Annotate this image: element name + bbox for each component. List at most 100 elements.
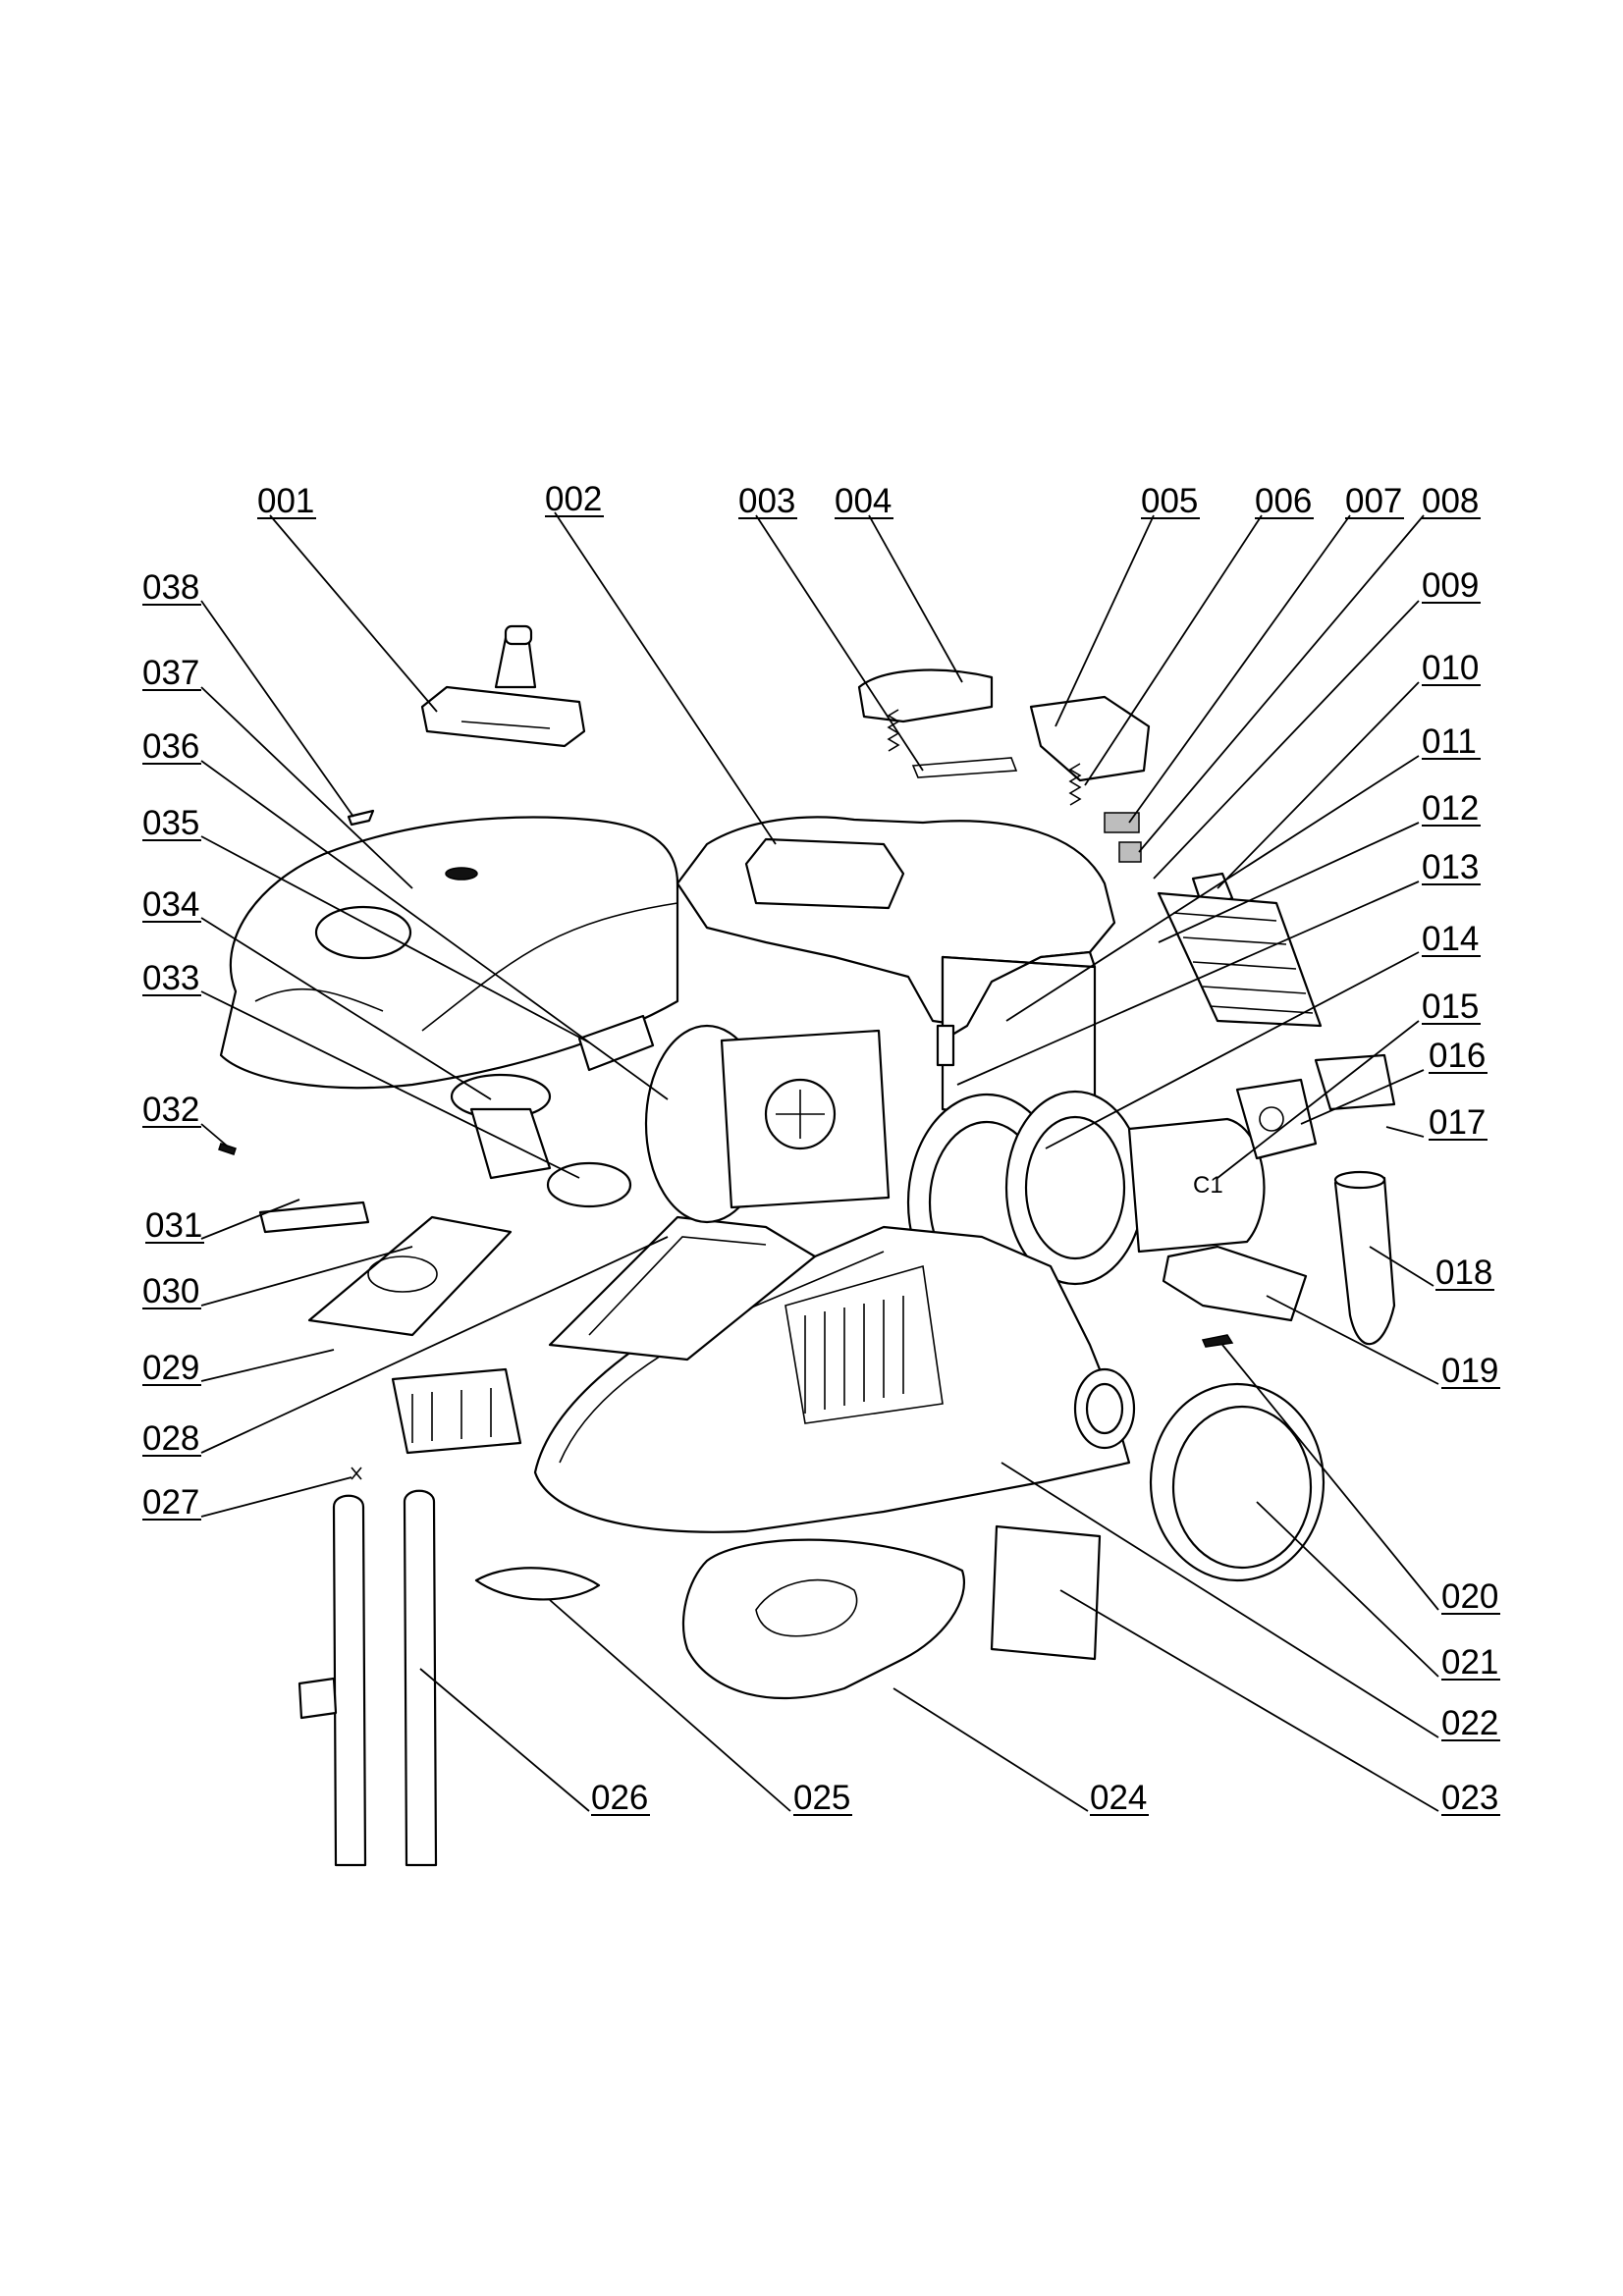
callout-number: 023 bbox=[1441, 1779, 1498, 1817]
callout-number: 026 bbox=[591, 1779, 648, 1817]
callout-020: 020 bbox=[1221, 1344, 1500, 1616]
callout-005: 005 bbox=[1055, 482, 1200, 727]
floor-nozzle-part bbox=[420, 624, 586, 748]
callout-number: 037 bbox=[142, 654, 199, 692]
callout-028: 028 bbox=[142, 1236, 669, 1458]
callout-017: 017 bbox=[1385, 1103, 1488, 1142]
callout-number: 031 bbox=[145, 1206, 202, 1245]
spring-part-2 bbox=[1068, 763, 1082, 806]
small-clip-part bbox=[347, 809, 375, 827]
callout-002: 002 bbox=[545, 480, 777, 845]
callout-012: 012 bbox=[1158, 789, 1481, 943]
callout-026: 026 bbox=[419, 1668, 650, 1817]
bag-frame-part bbox=[548, 1215, 817, 1362]
callout-number: 005 bbox=[1141, 482, 1198, 520]
cyclone-filter-part bbox=[450, 1073, 552, 1180]
callout-016: 016 bbox=[1300, 1037, 1488, 1125]
cord-reel-part bbox=[1149, 1382, 1325, 1582]
callout-number: 035 bbox=[142, 804, 199, 842]
switch-part bbox=[1104, 812, 1140, 833]
callout-013: 013 bbox=[956, 848, 1481, 1086]
base-body-part bbox=[533, 1225, 1136, 1533]
callout-number: 029 bbox=[142, 1349, 199, 1387]
cord-lock-part bbox=[1162, 1245, 1308, 1322]
callout-number: 019 bbox=[1441, 1352, 1498, 1390]
callout-number: 032 bbox=[142, 1091, 199, 1129]
callout-number: 025 bbox=[793, 1779, 850, 1817]
callout-034: 034 bbox=[142, 885, 492, 1100]
callout-038: 038 bbox=[142, 568, 354, 818]
dust-bag-part bbox=[307, 1215, 513, 1337]
callout-number: 015 bbox=[1422, 988, 1479, 1026]
button-cover-part bbox=[857, 668, 994, 723]
callout-number: 016 bbox=[1429, 1037, 1486, 1075]
callout-number: 007 bbox=[1345, 482, 1402, 520]
callout-number: 002 bbox=[545, 480, 602, 518]
callout-number: 018 bbox=[1435, 1254, 1492, 1292]
callout-number: 017 bbox=[1429, 1103, 1486, 1142]
callout-010: 010 bbox=[1217, 649, 1481, 889]
callout-number: 003 bbox=[738, 482, 795, 520]
callout-027: 027 bbox=[142, 1476, 352, 1522]
small-nozzle-part bbox=[474, 1567, 601, 1601]
callout-001: 001 bbox=[257, 482, 438, 713]
callout-033: 033 bbox=[142, 959, 580, 1179]
callout-number: 033 bbox=[142, 959, 199, 997]
fan-cover-part bbox=[644, 1024, 891, 1224]
motor-bracket-part bbox=[1235, 1078, 1318, 1160]
callout-number: 001 bbox=[257, 482, 314, 520]
callout-number: 020 bbox=[1441, 1577, 1498, 1616]
callout-032: 032 bbox=[142, 1091, 229, 1148]
callout-019: 019 bbox=[1266, 1295, 1500, 1390]
callout-006: 006 bbox=[1084, 482, 1314, 786]
callout-008: 008 bbox=[1138, 482, 1481, 853]
callouts: 001 002 003 004 005 006 bbox=[142, 480, 1500, 1817]
callout-number: 010 bbox=[1422, 649, 1479, 687]
hose-connector-part bbox=[1333, 1176, 1396, 1346]
callout-number: 004 bbox=[835, 482, 892, 520]
callout-031: 031 bbox=[145, 1199, 300, 1245]
filter-ring-part bbox=[546, 1161, 632, 1208]
screw-part bbox=[218, 1143, 237, 1155]
small-screw-part bbox=[351, 1467, 362, 1480]
callout-025: 025 bbox=[549, 1599, 852, 1817]
clip-part bbox=[1201, 1334, 1234, 1348]
callout-number: 036 bbox=[142, 727, 199, 766]
callout-003: 003 bbox=[738, 482, 924, 772]
callout-number: 012 bbox=[1422, 789, 1479, 828]
bag-clip-part bbox=[258, 1201, 370, 1234]
filter-tube-part bbox=[577, 1014, 655, 1072]
callout-number: 009 bbox=[1422, 566, 1479, 605]
callout-009: 009 bbox=[1153, 566, 1481, 880]
callout-029: 029 bbox=[142, 1349, 335, 1387]
switch-cover-part bbox=[1029, 695, 1151, 782]
extension-tubes-part bbox=[298, 1489, 438, 1867]
callout-number: 030 bbox=[142, 1272, 199, 1310]
callout-007: 007 bbox=[1128, 482, 1404, 824]
button-lever-part bbox=[911, 757, 1018, 778]
callout-number: 022 bbox=[1441, 1704, 1498, 1742]
callout-number: 021 bbox=[1441, 1643, 1498, 1682]
square-filter-part bbox=[990, 1524, 1102, 1661]
hose-part bbox=[681, 1538, 965, 1700]
callout-024: 024 bbox=[893, 1687, 1149, 1817]
switch-button-part bbox=[1118, 841, 1142, 863]
callout-number: 027 bbox=[142, 1483, 199, 1522]
callout-036: 036 bbox=[142, 727, 669, 1100]
spring-part bbox=[887, 709, 900, 752]
upper-housing-part bbox=[676, 816, 1116, 1131]
motor-part: C1 bbox=[1127, 1117, 1266, 1254]
callout-number: 024 bbox=[1090, 1779, 1147, 1817]
callout-021: 021 bbox=[1256, 1501, 1500, 1682]
callout-number: 034 bbox=[142, 885, 199, 924]
bag-holder-part bbox=[391, 1367, 522, 1455]
callout-number: 011 bbox=[1422, 722, 1477, 761]
callout-018: 018 bbox=[1369, 1246, 1494, 1292]
callout-number: 014 bbox=[1422, 920, 1479, 958]
callout-number: 013 bbox=[1422, 848, 1479, 886]
callout-037: 037 bbox=[142, 654, 413, 889]
callout-022: 022 bbox=[1001, 1462, 1500, 1742]
callout-015: 015 bbox=[1217, 988, 1481, 1179]
callout-number: 028 bbox=[142, 1419, 199, 1458]
